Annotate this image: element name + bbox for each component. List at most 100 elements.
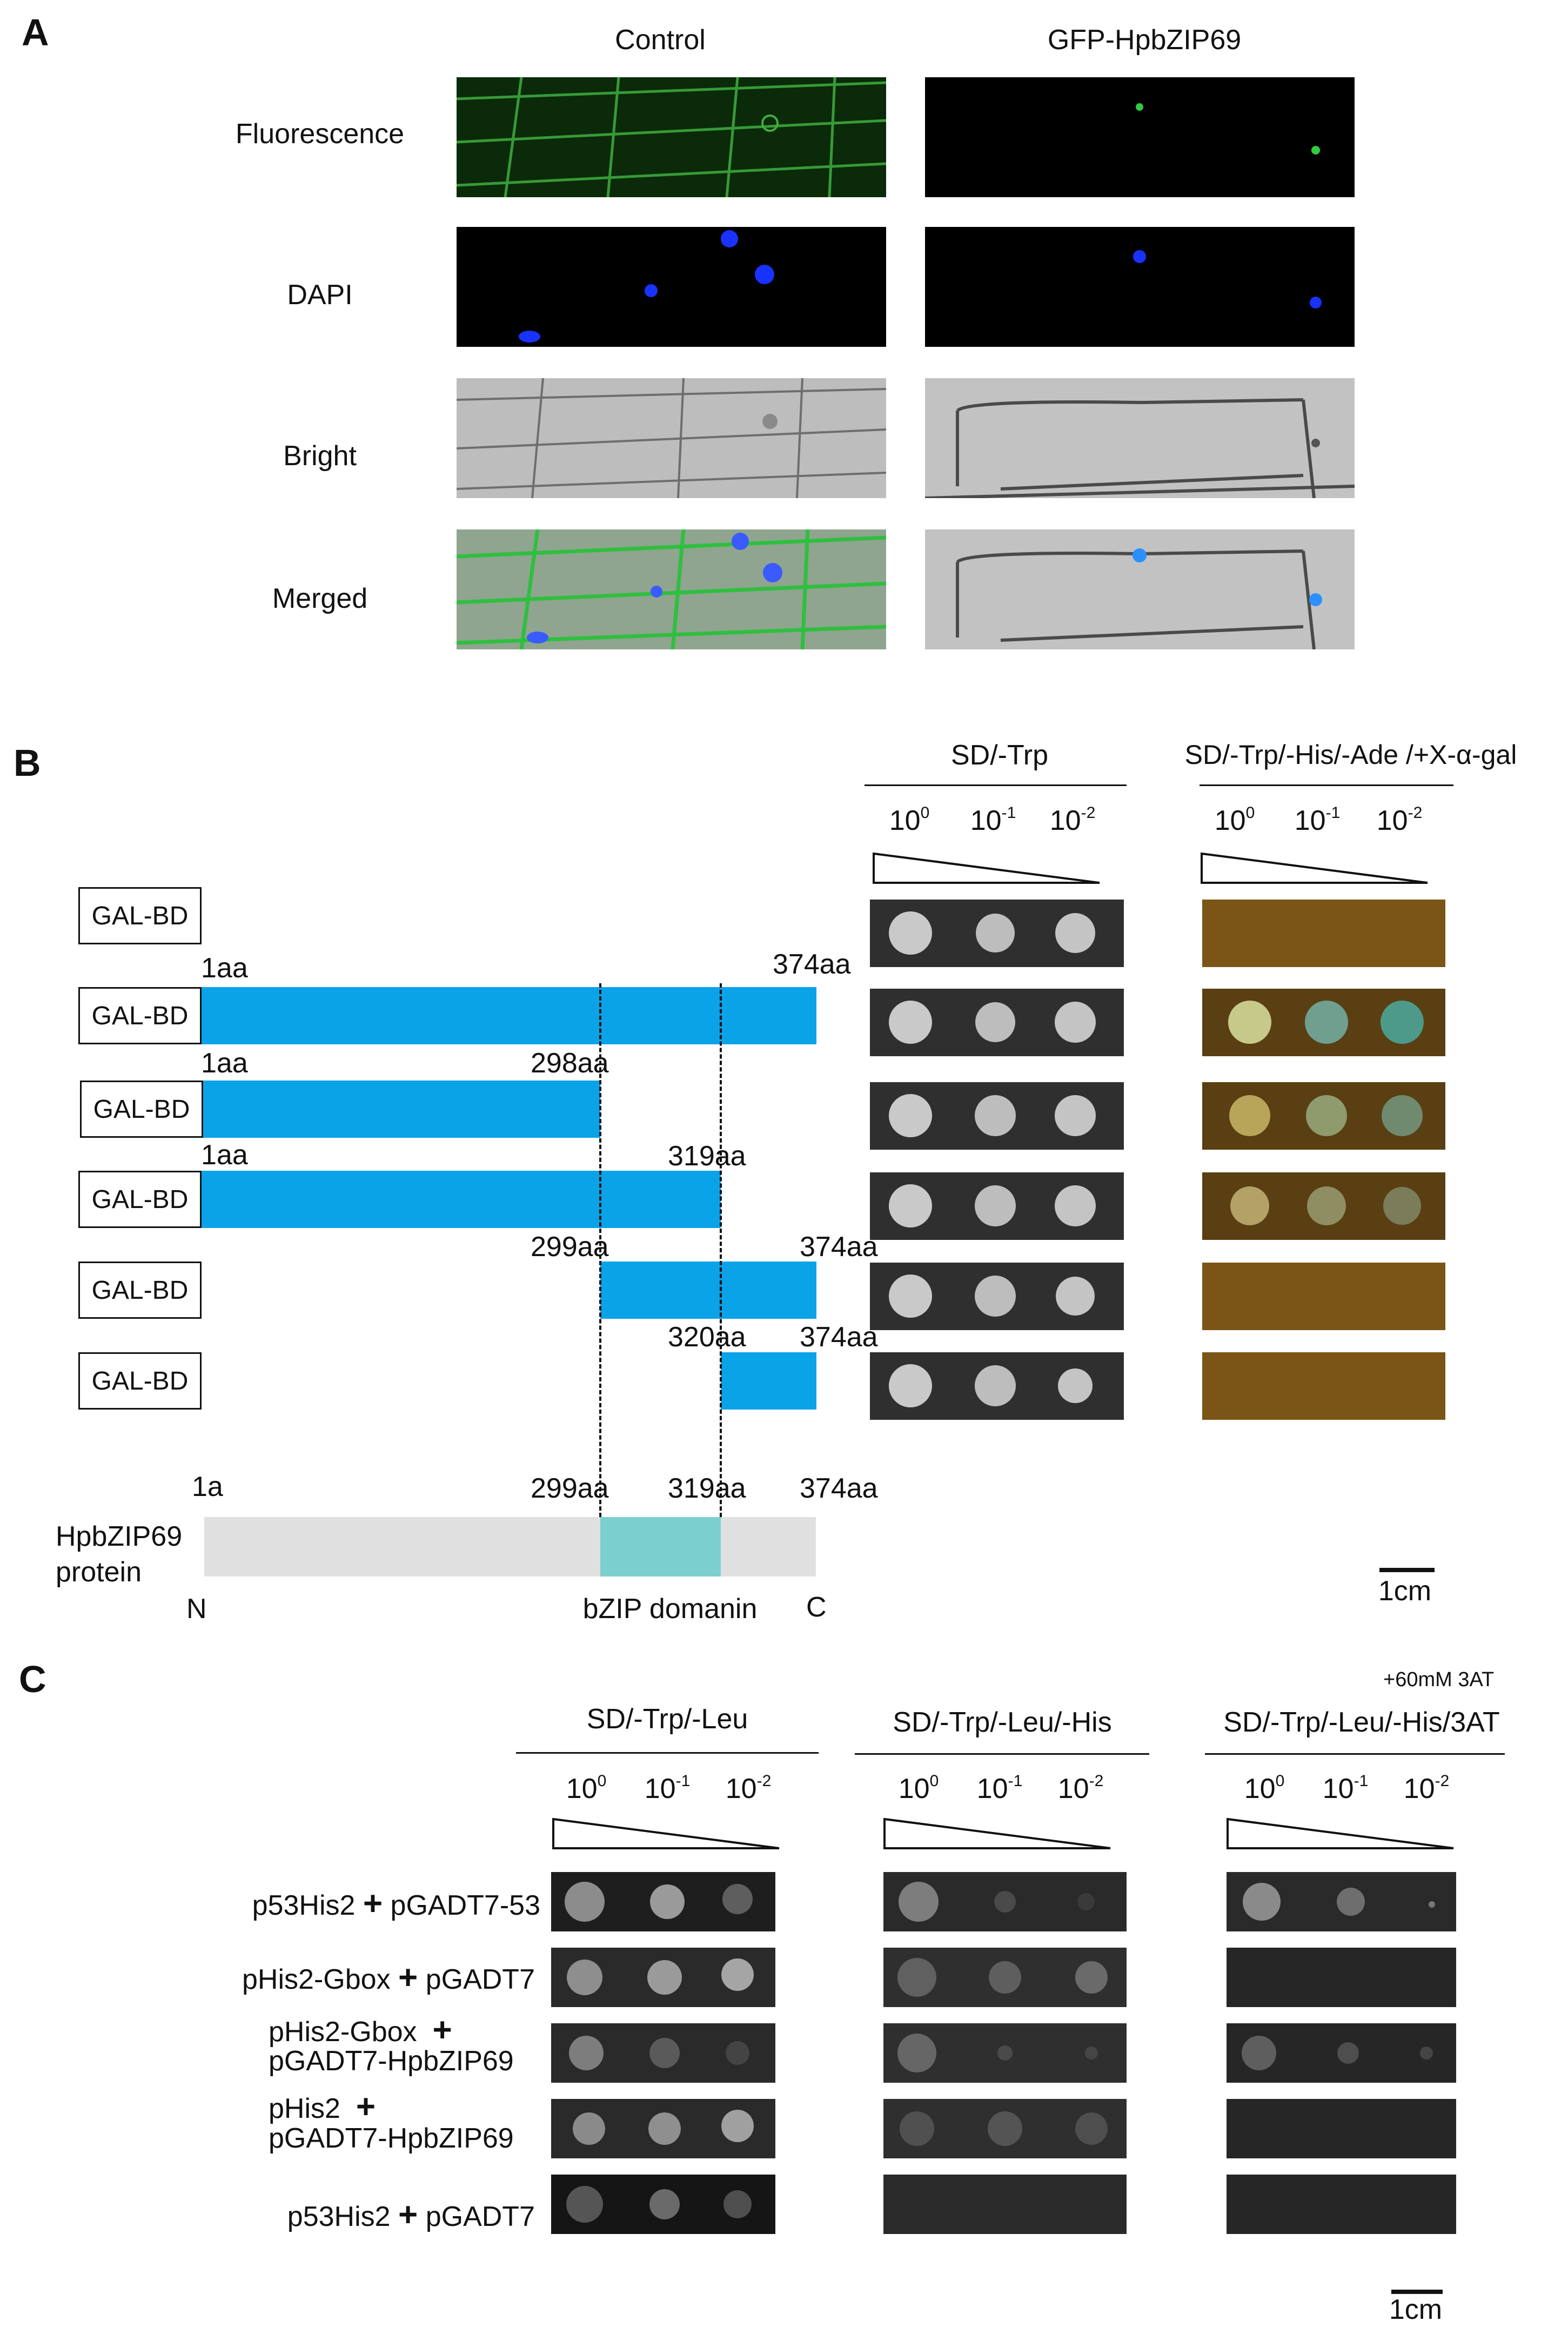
plate-c3-row1 <box>1227 1872 1456 1931</box>
medium-c3-rule <box>1205 1753 1505 1755</box>
row-label-bright: Bright <box>283 440 357 472</box>
plate-c1-row5 <box>551 2175 775 2234</box>
protein-pos-end: 374aa <box>800 1473 878 1504</box>
protein-pos-domain-end: 319aa <box>668 1473 746 1504</box>
row-label-merged: Merged <box>272 583 368 614</box>
plate-b-trp-row1 <box>870 900 1124 967</box>
plate-b-sel-row1 <box>1202 900 1445 967</box>
plate-b-sel-row3 <box>1202 1082 1445 1150</box>
fluorescence-control-image <box>457 77 886 197</box>
scale-label-c: 1cm <box>1389 2294 1443 2325</box>
medium-c2-rule <box>855 1753 1149 1755</box>
plate-c1-row3 <box>551 2023 775 2083</box>
construct-bar-1-298 <box>203 1081 600 1138</box>
medium-c2: SD/-Trp/-Leu/-His <box>893 1707 1112 1738</box>
protein-pos-start: 1a <box>192 1471 223 1502</box>
plate-b-trp-row5 <box>870 1263 1124 1330</box>
dilution-c3-1: 10-1 <box>1322 1772 1369 1804</box>
medium-sd-trp-rule <box>865 784 1127 786</box>
row-c3-label-line2: pGADT7-HpbZIP69 <box>269 2045 514 2077</box>
construct-bar-1-374 <box>202 987 816 1044</box>
dilution-b1-0: 100 <box>889 804 930 836</box>
construct-bar-1-319 <box>202 1171 721 1228</box>
plate-c1-row2 <box>551 1948 775 2007</box>
protein-n-terminus: N <box>186 1593 207 1625</box>
protein-name-line2: protein <box>56 1557 142 1588</box>
plate-c2-row1 <box>883 1872 1127 1931</box>
fluorescence-gfp-image <box>925 77 1355 197</box>
plate-c2-row4 <box>883 2099 1127 2158</box>
row-c5-label: p53His2 + pGADT7 <box>287 2196 535 2233</box>
row-c3-label-line1: pHis2-Gbox + <box>269 2011 452 2049</box>
column-header-gfp: GFP-HpbZIP69 <box>1047 24 1242 56</box>
construct-4-start: 1aa <box>201 1139 248 1171</box>
scale-bar-c <box>1391 2290 1443 2294</box>
medium-sd-trp: SD/-Trp <box>950 740 1049 771</box>
dilution-triangle-c1 <box>552 1818 780 1849</box>
construct-5-end: 374aa <box>800 1231 878 1263</box>
merged-gfp-image <box>925 529 1355 649</box>
panel-a-letter: A <box>22 11 49 53</box>
bright-control-image <box>457 378 886 498</box>
protein-pos-domain-start: 299aa <box>531 1473 609 1504</box>
plate-c3-row4 <box>1227 2099 1456 2158</box>
row-label-fluorescence: Fluorescence <box>235 118 405 150</box>
bzip-domain-bar <box>600 1517 721 1576</box>
row-c1-label: p53His2 + pGADT7-53 <box>252 1885 540 1922</box>
dilution-b2-2: 10-2 <box>1376 804 1423 836</box>
construct-2-end: 374aa <box>773 949 851 980</box>
plate-b-trp-row2 <box>870 989 1124 1056</box>
panel-c-letter: C <box>19 1658 46 1700</box>
protein-c-terminus: C <box>806 1592 827 1623</box>
gal-bd-box: GAL-BD <box>80 1081 203 1138</box>
gal-bd-box: GAL-BD <box>78 1262 202 1319</box>
plate-c1-row1 <box>551 1872 775 1931</box>
dilution-c1-2: 10-2 <box>725 1772 772 1804</box>
medium-c1-rule <box>516 1752 819 1754</box>
dilution-triangle-b2 <box>1201 853 1428 884</box>
plate-c2-row5 <box>883 2175 1127 2234</box>
dilution-b2-0: 100 <box>1214 804 1255 836</box>
plate-c3-row3 <box>1227 2023 1456 2083</box>
bright-gfp-image <box>925 378 1355 498</box>
plate-b-sel-row5 <box>1202 1263 1445 1330</box>
construct-3-end: 298aa <box>531 1048 609 1079</box>
dilution-b1-2: 10-2 <box>1049 804 1096 836</box>
construct-bar-320-374 <box>721 1352 816 1410</box>
dilution-c3-0: 100 <box>1244 1772 1285 1804</box>
scale-bar-b <box>1379 1568 1435 1572</box>
gal-bd-box: GAL-BD <box>78 987 202 1044</box>
construct-3-start: 1aa <box>201 1048 248 1079</box>
construct-6-end: 374aa <box>800 1321 878 1353</box>
construct-6-start: 320aa <box>668 1321 746 1353</box>
dilution-triangle-c3 <box>1227 1818 1454 1849</box>
dilution-c3-2: 10-2 <box>1403 1772 1450 1804</box>
row-c4-label-line2: pGADT7-HpbZIP69 <box>269 2123 514 2154</box>
medium-sd-selective: SD/-Trp/-His/-Ade /+X-α-gal <box>1184 740 1517 770</box>
dilution-b1-1: 10-1 <box>970 804 1016 836</box>
gal-bd-box: GAL-BD <box>78 1352 202 1410</box>
column-header-control: Control <box>615 24 706 56</box>
dilution-triangle-b1 <box>873 853 1100 884</box>
medium-c1: SD/-Trp/-Leu <box>586 1703 748 1735</box>
gal-bd-box: GAL-BD <box>78 887 202 944</box>
panel-b-letter: B <box>14 742 41 784</box>
domain-guide-right <box>720 983 722 1524</box>
plate-b-sel-row2 <box>1202 989 1445 1056</box>
plate-b-trp-row4 <box>870 1172 1124 1240</box>
medium-selective-rule <box>1200 784 1453 786</box>
row-c2-label: pHis2-Gbox + pGADT7 <box>242 1959 535 1996</box>
dapi-gfp-image <box>925 227 1355 347</box>
construct-5-start: 299aa <box>531 1231 609 1263</box>
plate-c2-row2 <box>883 1948 1127 2007</box>
dapi-control-image <box>457 227 886 347</box>
dilution-triangle-c2 <box>883 1818 1111 1849</box>
protein-bar <box>204 1517 816 1576</box>
plate-c3-row5 <box>1227 2175 1456 2234</box>
dilution-b2-1: 10-1 <box>1294 804 1341 836</box>
dilution-c1-0: 100 <box>566 1772 607 1804</box>
protein-name-line1: HpbZIP69 <box>56 1521 183 1552</box>
construct-4-end: 319aa <box>668 1140 746 1172</box>
row-c4-label-line1: pHis2 + <box>269 2088 376 2125</box>
plate-b-sel-row4 <box>1202 1172 1445 1240</box>
